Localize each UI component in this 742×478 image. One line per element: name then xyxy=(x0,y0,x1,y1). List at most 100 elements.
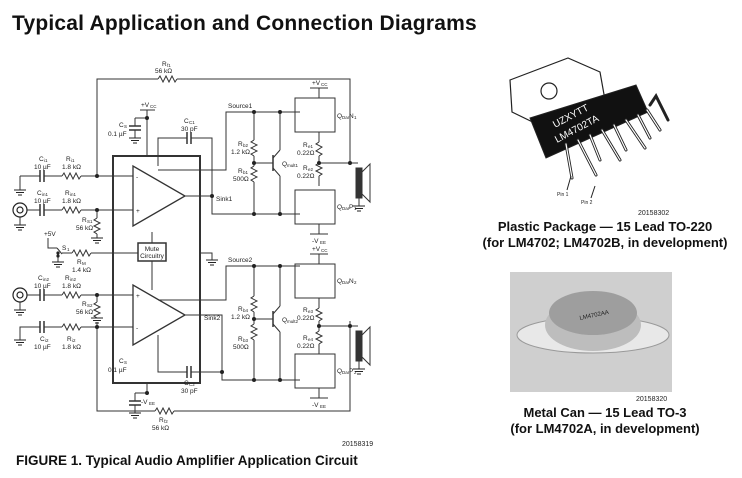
svg-text:R: R xyxy=(238,141,243,148)
rf1-resistor xyxy=(157,74,178,84)
svg-text:10 µF: 10 µF xyxy=(34,198,51,205)
svg-text:Q: Q xyxy=(282,161,287,168)
svg-text:S: S xyxy=(124,360,127,365)
svg-text:R: R xyxy=(303,165,308,172)
to3-package-photo: LM4702AA xyxy=(510,272,672,392)
svg-text:N: N xyxy=(349,278,354,285)
svg-text:mult1: mult1 xyxy=(287,163,299,168)
net-sink2: Sink2 xyxy=(204,315,221,322)
svg-text:1.2 kΩ: 1.2 kΩ xyxy=(231,314,250,321)
svg-text:0.1 µF: 0.1 µF xyxy=(108,367,127,374)
svg-text:500Ω: 500Ω xyxy=(233,344,249,351)
svg-text:30 pF: 30 pF xyxy=(181,388,198,395)
svg-text:b1: b1 xyxy=(243,170,249,175)
svg-text:e2: e2 xyxy=(308,167,314,172)
svg-text:R: R xyxy=(82,301,87,308)
svg-text:i2: i2 xyxy=(72,338,76,343)
rf2-resistor xyxy=(154,406,175,416)
svg-text:M: M xyxy=(82,261,86,266)
ground-icon xyxy=(13,309,27,316)
svg-text:C: C xyxy=(37,190,42,197)
svg-text:S2: S2 xyxy=(87,303,93,308)
opamp1-minus: - xyxy=(136,174,138,181)
svg-text:30 pF: 30 pF xyxy=(181,126,198,133)
svg-text:P: P xyxy=(349,368,353,375)
speaker-coil-1 xyxy=(355,167,363,199)
svg-text:Dar: Dar xyxy=(342,206,350,211)
svg-text:C1: C1 xyxy=(189,120,195,125)
svg-text:in1: in1 xyxy=(70,192,77,197)
ic-outline xyxy=(112,155,201,384)
qdar-n1-box xyxy=(294,97,336,133)
svg-text:1.4 kΩ: 1.4 kΩ xyxy=(72,267,91,274)
svg-text:in2: in2 xyxy=(43,277,50,282)
to220-caption: Plastic Package — 15 Lead TO-220 (for LM… xyxy=(468,219,742,251)
svg-text:0.1 µF: 0.1 µF xyxy=(108,131,127,138)
svg-text:1.8 kΩ: 1.8 kΩ xyxy=(62,198,81,205)
svg-text:in1: in1 xyxy=(42,192,49,197)
svg-text:C: C xyxy=(184,118,189,125)
svg-text:R: R xyxy=(66,156,71,163)
svg-text:i1: i1 xyxy=(44,158,48,163)
svg-text:Q: Q xyxy=(337,204,342,211)
to220-caption-line2: (for LM4702; LM4702B, in development) xyxy=(482,235,728,250)
svg-text:C: C xyxy=(184,380,189,387)
svg-text:Q: Q xyxy=(337,368,342,375)
svg-text:i1: i1 xyxy=(71,158,75,163)
svg-text:56 kΩ: 56 kΩ xyxy=(76,309,93,316)
svg-text:C: C xyxy=(38,275,43,282)
svg-text:b2: b2 xyxy=(243,143,249,148)
svg-text:Dar: Dar xyxy=(342,115,350,120)
svg-text:56 kΩ: 56 kΩ xyxy=(76,225,93,232)
feedback-wire-2 xyxy=(96,322,155,412)
svg-text:1.8 kΩ: 1.8 kΩ xyxy=(62,164,81,171)
svg-text:CC: CC xyxy=(321,82,328,87)
svg-text:EE: EE xyxy=(320,404,326,409)
svg-text:Dar: Dar xyxy=(342,280,350,285)
svg-text:R: R xyxy=(67,336,72,343)
svg-text:+V: +V xyxy=(312,80,321,87)
svg-text:b3: b3 xyxy=(243,338,249,343)
speaker-coil-2 xyxy=(355,330,363,362)
svg-text:Q: Q xyxy=(337,113,342,120)
svg-text:1: 1 xyxy=(67,247,70,252)
svg-text:C: C xyxy=(119,358,124,365)
svg-text:S1: S1 xyxy=(87,219,93,224)
svg-text:-V: -V xyxy=(312,238,319,245)
to3-caption: Metal Can — 15 Lead TO-3 (for LM4702A, i… xyxy=(468,405,742,437)
svg-text:Q: Q xyxy=(282,317,287,324)
mute-label-1: Mute xyxy=(145,246,160,253)
svg-text:1: 1 xyxy=(354,115,357,120)
svg-text:2: 2 xyxy=(354,370,357,375)
svg-text:EE: EE xyxy=(149,401,155,406)
plus5v-label: +5V xyxy=(44,231,56,238)
mute-label-2: Circuitry xyxy=(140,253,165,260)
to220-package-drawing: UZXYTT LM4702TA Pin 1 Pin 2 xyxy=(509,57,670,206)
ground-icon xyxy=(13,339,27,346)
feedback-wire-1 xyxy=(96,78,158,176)
qdar-p2-box xyxy=(294,353,336,389)
svg-text:2: 2 xyxy=(354,280,357,285)
svg-text:+V: +V xyxy=(312,246,321,253)
